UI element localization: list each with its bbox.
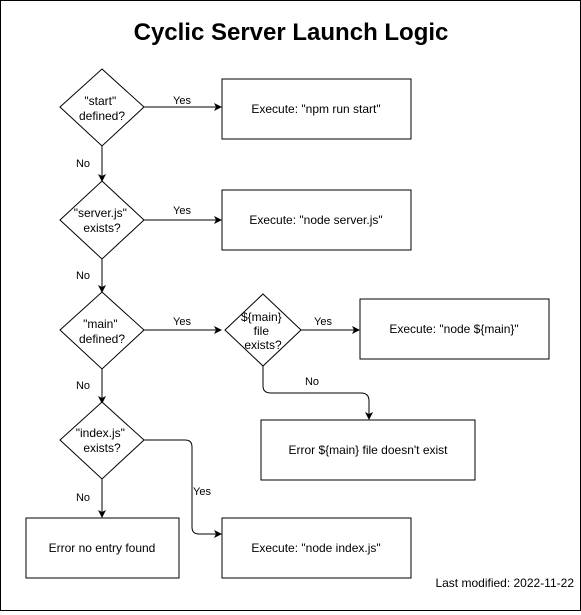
process-error-main-missing-label: Error ${main} file doesn't exist [288,443,448,457]
decision-main-file-line2: file [254,324,270,338]
decision-start-defined: "start" defined? [59,68,145,147]
process-exec-npm-start: Execute: "npm run start" [221,78,412,140]
decision-server-js-line2: exists? [83,221,121,235]
edge-label-server-yes: Yes [173,205,191,217]
edge-label-mainfile-yes: Yes [314,316,332,328]
process-exec-node-index-label: Execute: "node index.js" [251,541,380,555]
edge-mainfile-no [262,366,373,420]
decision-index-js-line2: exists? [83,441,121,455]
process-exec-npm-start-label: Execute: "npm run start" [251,102,380,116]
decision-main-defined-line1: "main" [83,317,118,331]
decision-index-js-line1: "index.js" [76,426,125,440]
svg-text:"server.js" exists?: "server.js" exists? [74,206,131,235]
process-exec-node-main: Execute: "node ${main}" [359,298,550,360]
decision-index-js-exists: "index.js" exists? [59,401,145,480]
edge-label-mainfile-no: No [305,376,319,388]
last-modified-label: Last modified: 2022-11-22 [435,576,574,590]
process-exec-node-index: Execute: "node index.js" [221,517,412,579]
decision-main-file-exists: ${main} file exists? [224,293,302,367]
decision-main-defined: "main" defined? [59,291,145,370]
process-exec-node-server-label: Execute: "node server.js" [249,213,382,227]
decision-server-js-exists: "server.js" exists? [59,180,145,260]
edge-label-index-yes: Yes [193,486,211,498]
decision-server-js-line1: "server.js" [74,206,127,220]
decision-main-file-line1: ${main} [241,310,282,324]
process-error-no-entry-label: Error no entry found [49,541,156,555]
decision-main-defined-line2: defined? [79,332,125,346]
edge-index-yes [144,439,222,538]
decision-start-defined-line2: defined? [79,109,125,123]
diagram-title: Cyclic Server Launch Logic [134,19,449,46]
edge-label-index-no: No [76,492,90,504]
svg-text:"index.js" exists?: "index.js" exists? [76,426,129,455]
process-exec-node-server: Execute: "node server.js" [221,189,412,251]
svg-text:"main" defined?: "main" defined? [79,317,125,346]
svg-text:"start" defined?: "start" defined? [79,94,125,123]
edge-group [98,103,373,538]
edge-label-main-yes: Yes [173,316,191,328]
process-error-main-missing: Error ${main} file doesn't exist [260,419,476,481]
edge-label-main-no: No [76,380,90,392]
decision-main-file-line3: exists? [244,338,282,352]
edge-label-start-yes: Yes [173,95,191,107]
edge-label-start-no: No [76,158,90,170]
process-exec-node-main-label: Execute: "node ${main}" [389,322,518,336]
svg-text:${main} file exist: ${main} file exists? [241,310,285,352]
process-error-no-entry: Error no entry found [25,517,180,579]
edge-label-server-no: No [76,270,90,282]
edge-label-group: Yes No Yes No Yes Yes No No No Yes [76,95,332,504]
decision-start-defined-line1: "start" [84,94,116,108]
